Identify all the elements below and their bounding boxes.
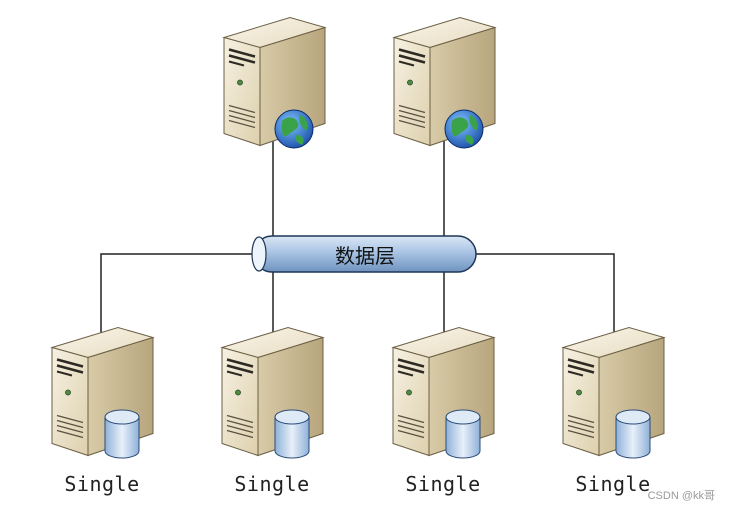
data-layer-bus xyxy=(251,235,477,273)
watermark: CSDN @kk哥 xyxy=(647,490,715,502)
globe-icon xyxy=(274,109,314,149)
database-icon xyxy=(274,409,310,459)
globe-icon xyxy=(444,109,484,149)
server-label: Single xyxy=(405,472,481,496)
database-icon xyxy=(104,409,140,459)
data-layer-label: 数据层 xyxy=(335,244,395,268)
server-label: Single xyxy=(64,472,140,496)
server-label: Single xyxy=(234,472,310,496)
database-icon xyxy=(615,409,651,459)
server-label: Single xyxy=(575,472,651,496)
database-icon xyxy=(445,409,481,459)
